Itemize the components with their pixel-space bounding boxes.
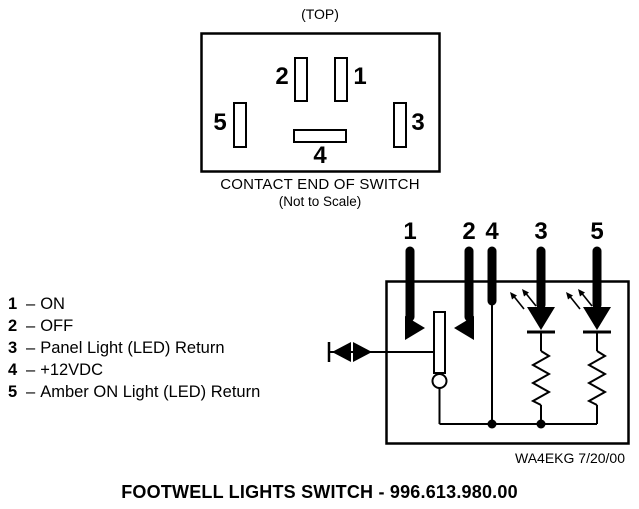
schematic-pin5-label: 5 <box>590 218 604 245</box>
connector-slot-pin4 <box>293 129 347 143</box>
schematic-pin2-label: 2 <box>462 218 476 245</box>
legend-pin-number: 2 <box>8 317 18 335</box>
pin1-contact-triangle <box>405 316 425 340</box>
switch-common-bar <box>433 311 446 374</box>
legend-pin-number: 4 <box>8 361 18 379</box>
connector-pin4-label: 4 <box>313 142 327 169</box>
switch-pivot-circle <box>431 373 448 389</box>
legend-dash: – <box>26 361 36 379</box>
resistor-pin5 <box>586 350 608 406</box>
schematic-pin1-label: 1 <box>403 218 417 245</box>
connector-slot-pin2 <box>294 57 308 102</box>
schematic-pin3-label: 3 <box>534 218 548 245</box>
legend-pin-description: Amber ON Light (LED) Return <box>40 383 261 401</box>
schematic-pin4-label: 4 <box>485 218 499 245</box>
pin2-contact-triangle <box>454 316 474 340</box>
external-diode-right-triangle <box>353 342 372 362</box>
legend-item-1: 1–ON <box>8 293 260 315</box>
legend-pin-number: 1 <box>8 295 18 313</box>
legend-item-5: 5–Amber ON Light (LED) Return <box>8 381 260 403</box>
legend-pin-description: Panel Light (LED) Return <box>40 339 225 357</box>
connector-caption: CONTACT END OF SWITCH <box>220 176 420 193</box>
external-diode-left-triangle <box>332 342 351 362</box>
led-pin5-emission-arrows <box>566 289 593 310</box>
led-pin3-emission-arrowhead-1 <box>510 292 517 300</box>
led-pin5-emission-arrowhead-2 <box>578 289 585 297</box>
connector-pin2-label: 2 <box>275 63 289 90</box>
legend-item-4: 4–+12VDC <box>8 359 260 381</box>
legend-pin-description: OFF <box>40 317 74 335</box>
led-pin3-emission-arrowhead-2 <box>522 289 529 297</box>
connector-subcaption: (Not to Scale) <box>278 194 362 209</box>
connector-slot-pin3 <box>393 102 407 148</box>
led-pin5-emission-arrowhead-1 <box>566 292 573 300</box>
led-pin3 <box>527 307 555 330</box>
legend-pin-description: ON <box>40 295 65 313</box>
connector-pin3-label: 3 <box>411 109 425 136</box>
connector-pin5-label: 5 <box>213 109 227 136</box>
legend-dash: – <box>26 339 36 357</box>
legend-pin-number: 3 <box>8 339 18 357</box>
schematic-drawing <box>327 246 630 445</box>
connector-drawing <box>200 32 441 173</box>
legend-pin-number: 5 <box>8 383 18 401</box>
connector-top-label: (TOP) <box>301 6 339 22</box>
connector-pin1-label: 1 <box>353 63 367 90</box>
page-title: FOOTWELL LIGHTS SWITCH - 996.613.980.00 <box>121 482 518 502</box>
led-pin3-emission-arrows <box>510 289 537 310</box>
junction-dot-pin4 <box>487 419 497 429</box>
legend-dash: – <box>26 383 36 401</box>
legend-item-3: 3–Panel Light (LED) Return <box>8 337 260 359</box>
legend-dash: – <box>26 317 36 335</box>
resistor-pin3 <box>530 350 552 406</box>
external-diode <box>327 342 434 362</box>
legend-pin-description: +12VDC <box>40 361 104 379</box>
pin-legend: 1–ON 2–OFF 3–Panel Light (LED) Return 4–… <box>8 293 260 403</box>
connector-slot-pin5 <box>233 102 247 148</box>
credit-text: WA4EKG 7/20/00 <box>515 450 625 466</box>
connector-slot-pin1 <box>334 57 348 102</box>
legend-item-2: 2–OFF <box>8 315 260 337</box>
legend-dash: – <box>26 295 36 313</box>
led-pin5 <box>583 307 611 330</box>
